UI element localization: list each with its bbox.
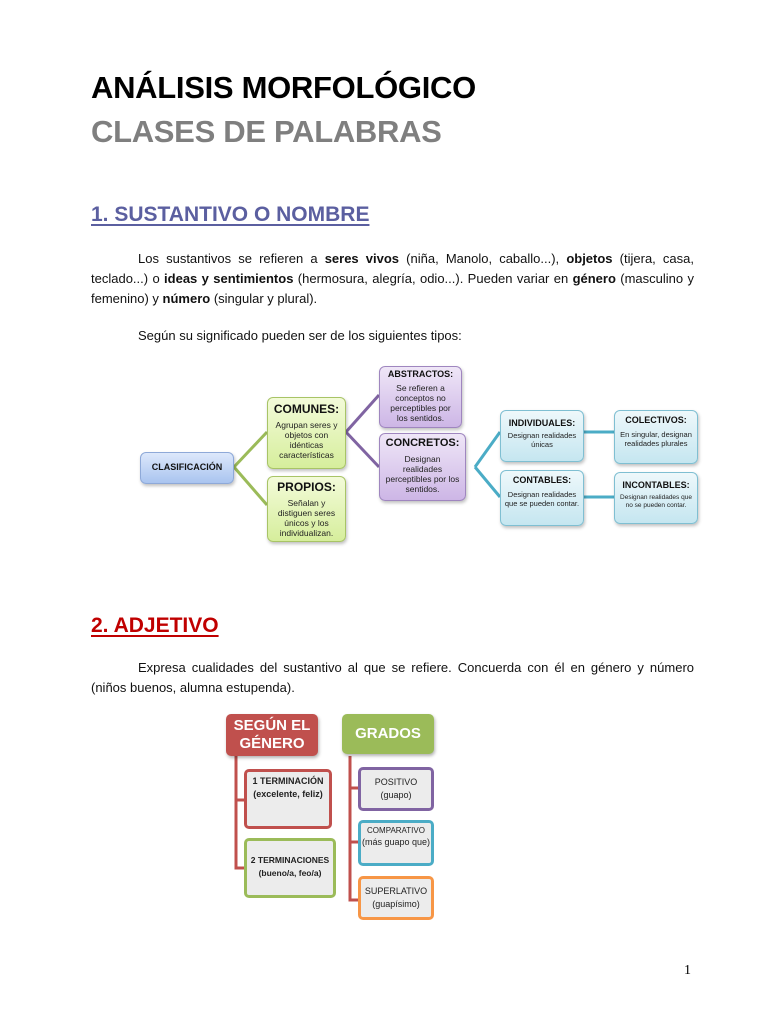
node-text: Se refieren a conceptos no perceptibles … [390,383,451,423]
node-example: (guapísimo) [372,899,420,909]
node-title: 2 TERMINACIONES [250,855,330,865]
node-text: Agrupan seres y objetos con idénticas ca… [275,420,338,460]
node-title: COMUNES: [273,402,340,416]
bold-term: género [572,271,616,286]
node-example: (bueno/a, feo/a) [258,868,322,878]
node-text: Designan realidades perceptibles por los… [385,454,460,494]
node-title: CONTABLES: [512,475,572,485]
section-heading-adjetivo: 2. ADJETIVO [91,614,219,637]
diagram-node-grados: GRADOS [342,714,434,754]
node-title: SUPERLATIVO [364,886,428,896]
diagram-node-clasificacion: CLASIFICACIÓN [140,452,234,484]
tipos-paragraph: Según su significado pueden ser de los s… [91,326,694,346]
diagram-node-positivo: POSITIVO (guapo) [358,767,434,811]
bold-term: objetos [566,251,613,266]
diagram-node-comparativo: COMPARATIVO (más guapo que) [358,820,434,866]
diagram-node-comunes: COMUNES: Agrupan seres y objetos con idé… [267,397,346,469]
text-run: Los sustantivos se refieren a [138,251,325,266]
node-title: PROPIOS: [277,480,336,494]
node-title: CONCRETOS: [385,437,460,449]
diagram-node-propios: PROPIOS: Señalan y distiguen seres único… [267,476,346,542]
adjetivo-paragraph: Expresa cualidades del sustantivo al que… [91,658,694,698]
diagram-node-individuales: INDIVIDUALES: Designan realidades únicas [500,410,584,462]
node-title: CLASIFICACIÓN [151,462,223,472]
sustantivo-paragraph: Los sustantivos se refieren a seres vivo… [91,249,694,309]
section-heading-sustantivo: 1. SUSTANTIVO O NOMBRE [91,203,370,226]
node-text: Designan realidades que se pueden contar… [504,490,580,508]
node-text: Señalan y distiguen seres únicos y los i… [277,498,336,538]
page-number: 1 [684,963,691,978]
bold-term: número [162,291,211,306]
node-example: (excelente, feliz) [253,789,323,799]
document-subtitle: CLASES DE PALABRAS [91,114,442,149]
node-title: INCONTABLES: [622,480,690,490]
diagram-node-incontables: INCONTABLES: Designan realidades que no … [614,472,698,524]
node-title: POSITIVO [374,777,418,787]
text-run: (niña, Manolo, caballo...), [399,251,567,266]
node-title: COMPARATIVO [367,826,425,835]
node-text: Designan realidades únicas [507,431,577,449]
node-text: En singular, designan realidades plurale… [620,430,692,448]
diagram-node-1-terminacion: 1 TERMINACIÓN (excelente, feliz) [244,769,332,829]
text-run: (hermosura, alegría, odio...). Pueden va… [293,271,573,286]
document-title: ANÁLISIS MORFOLÓGICO [91,70,476,105]
bold-term: seres vivos [324,251,400,266]
text-run: Según su significado pueden ser de los s… [138,328,462,343]
text-run: (masculino y femenino) y [91,271,694,306]
node-title: 1 TERMINACIÓN [252,776,324,786]
diagram-node-concretos: CONCRETOS: Designan realidades perceptib… [379,433,466,501]
node-example: (más guapo que) [361,837,431,847]
node-title: INDIVIDUALES: [508,418,576,428]
diagram-node-contables: CONTABLES: Designan realidades que se pu… [500,470,584,526]
diagram-node-colectivos: COLECTIVOS: En singular, designan realid… [614,410,698,464]
node-title: ABSTRACTOS: [387,369,454,379]
diagram-node-superlativo: SUPERLATIVO (guapísimo) [358,876,434,920]
text-run: Expresa cualidades del sustantivo al que… [91,660,694,695]
node-title: GRADOS [355,725,421,742]
diagram-node-2-terminaciones: 2 TERMINACIONES (bueno/a, feo/a) [244,838,336,898]
diagram-node-abstractos: ABSTRACTOS: Se refieren a conceptos no p… [379,366,462,428]
node-title: SEGÚN EL GÉNERO [233,717,311,752]
node-title: COLECTIVOS: [625,415,687,425]
bold-term: ideas y sentimientos [164,271,294,286]
text-run: (tijera, casa, teclado...) o [91,251,694,286]
node-example: (guapo) [380,790,412,800]
diagram-node-segun-genero: SEGÚN EL GÉNERO [226,714,318,756]
text-run: (singular y plural). [210,291,318,306]
node-text: Designan realidades que no se pueden con… [620,494,692,509]
